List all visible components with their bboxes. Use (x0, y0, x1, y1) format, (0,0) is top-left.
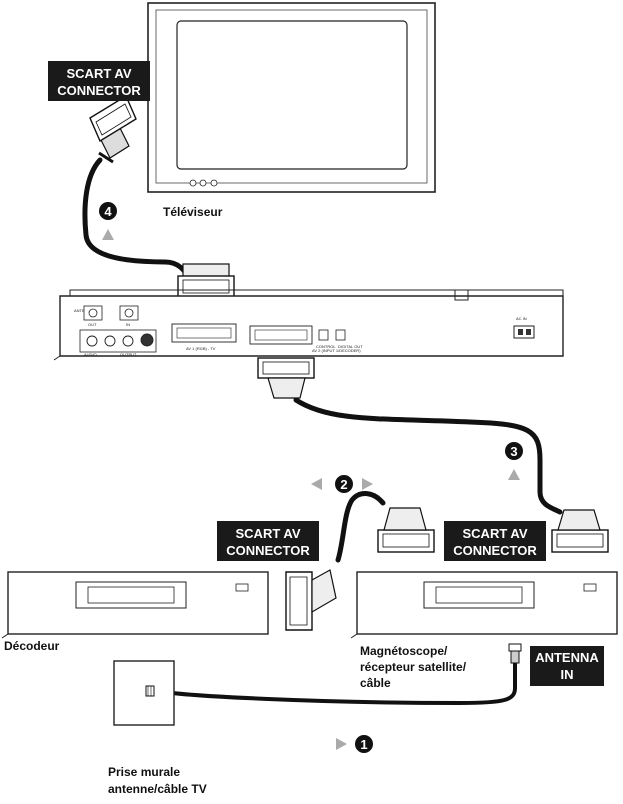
wall-outlet: Prise murale antenne/câble TV (108, 660, 207, 796)
cable-3 (293, 397, 563, 515)
panel-rf-in-label: IN (126, 322, 130, 327)
callout-antenna-in-line1: ANTENNA (535, 650, 599, 665)
step-1-number: 1 (360, 737, 367, 752)
scart-plug-recorder-top (177, 263, 235, 299)
callout-antenna-in: ANTENNA IN (530, 646, 604, 686)
panel-ac-in-label: AC IN (516, 316, 527, 321)
scart-plug-vcr-cable3 (551, 509, 609, 553)
callout-scart-tv: SCART AV CONNECTOR (48, 61, 150, 101)
step-1-arrow-right-icon (336, 738, 347, 750)
scart-plug-recorder-av2 (257, 357, 315, 399)
callout-scart-decoder-line2: CONNECTOR (226, 543, 310, 558)
step-2-arrow-right-icon (362, 478, 373, 490)
panel-control-label: CONTROL (316, 344, 336, 349)
step-4-marker: 4 (99, 202, 117, 240)
scart-plug-vcr-cable2 (377, 507, 435, 553)
callout-scart-decoder: SCART AV CONNECTOR (217, 521, 319, 561)
callout-scart-tv-line2: CONNECTOR (57, 83, 141, 98)
vcr-label-line2: récepteur satellite/ (360, 660, 467, 674)
scart-plug-decoder (285, 569, 337, 631)
vcr-device: Magnétoscope/ récepteur satellite/ câble (350, 571, 618, 690)
decoder-device: Décodeur (1, 571, 269, 653)
television: Téléviseur (147, 2, 436, 219)
cable-2 (335, 491, 386, 563)
recorder-rear-panel: ANTENNA OUT IN AUDIO OUTPUT AV 1 (RGB) -… (53, 289, 564, 361)
decoder-label: Décodeur (4, 639, 60, 653)
vcr-label-line1: Magnétoscope/ (360, 644, 448, 658)
callout-scart-vcr-line1: SCART AV (463, 526, 528, 541)
callout-antenna-in-line2: IN (561, 667, 574, 682)
antenna-plug (508, 643, 522, 664)
wall-outlet-label-line2: antenne/câble TV (108, 782, 207, 796)
step-3-number: 3 (510, 444, 517, 459)
callout-scart-vcr: SCART AV CONNECTOR (444, 521, 546, 561)
callout-scart-vcr-line2: CONNECTOR (453, 543, 537, 558)
tv-label: Téléviseur (163, 205, 223, 219)
step-3-marker: 3 (505, 442, 523, 480)
scart-plug-tv (89, 94, 137, 164)
cables (82, 157, 563, 706)
callout-scart-decoder-line1: SCART AV (236, 526, 301, 541)
panel-output-label: OUTPUT (120, 352, 137, 357)
panel-digital-out-label: DIGITAL OUT (338, 344, 363, 349)
step-1-marker: 1 (336, 735, 373, 753)
step-4-arrow-up-icon (102, 229, 114, 240)
step-2-arrow-left-icon (311, 478, 322, 490)
step-2-number: 2 (340, 477, 347, 492)
callout-scart-tv-line1: SCART AV (67, 66, 132, 81)
tv-screen (176, 20, 408, 170)
vcr-label-line3: câble (360, 676, 391, 690)
step-4-number: 4 (104, 204, 112, 219)
panel-av1-label: AV 1 (RGB) - TV (186, 346, 216, 351)
cable-4 (82, 157, 193, 285)
wall-outlet-label-line1: Prise murale (108, 765, 180, 779)
panel-rf-out-label: OUT (88, 322, 97, 327)
panel-audio-label: AUDIO (84, 352, 97, 357)
cable-1 (158, 660, 517, 706)
step-3-arrow-up-icon (508, 469, 520, 480)
panel-av2-label: AV 2 (INPUT 1/DECODER) (312, 348, 361, 353)
step-2-marker: 2 (311, 475, 373, 493)
